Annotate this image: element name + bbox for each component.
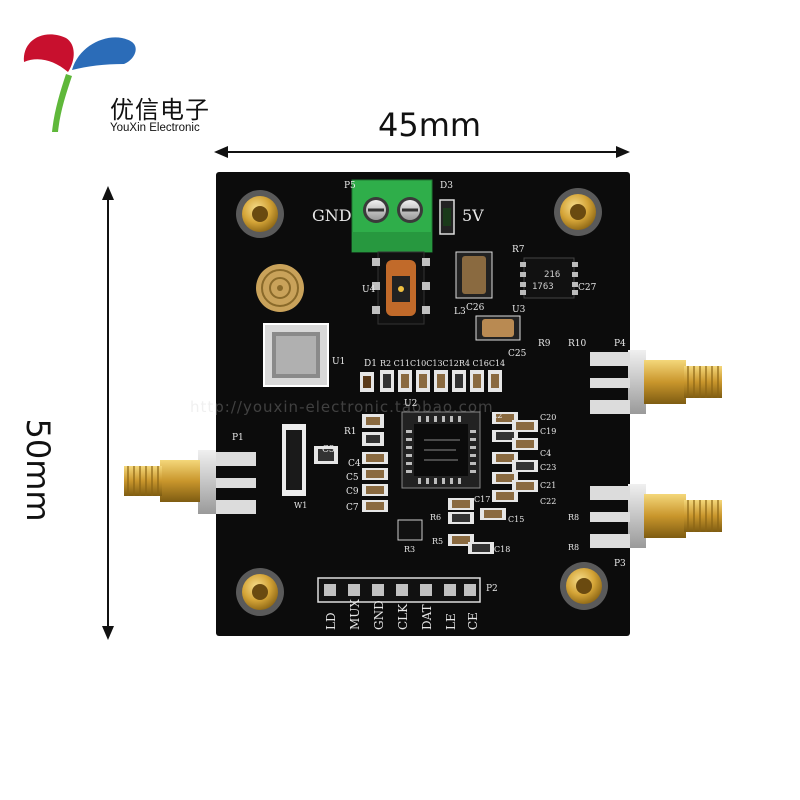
logo-mark-icon — [23, 34, 136, 132]
jumper-w1 — [282, 424, 306, 496]
svg-text:C15: C15 — [508, 515, 524, 524]
pin-label-gnd: GND — [372, 600, 386, 630]
mounting-hole-bottom-left — [236, 568, 284, 616]
svg-text:P4: P4 — [614, 339, 626, 349]
smd-component-column-right — [492, 412, 538, 502]
svg-text:U1: U1 — [332, 357, 345, 367]
svg-text:L3: L3 — [454, 307, 466, 317]
svg-text:U3: U3 — [512, 305, 526, 315]
5v-terminal-label: 5V — [462, 206, 484, 225]
width-dimension-label: 45mm — [378, 106, 482, 144]
u3-marking-line1: 216 — [544, 270, 561, 280]
svg-text:C19: C19 — [540, 427, 556, 436]
pin-header-p2 — [317, 577, 481, 603]
svg-text:C26: C26 — [466, 303, 485, 313]
svg-text:R8: R8 — [568, 543, 579, 552]
svg-text:C27: C27 — [578, 283, 597, 293]
header-ref-label: P2 — [486, 584, 498, 594]
svg-text:R10: R10 — [568, 339, 587, 349]
pin-label-le: LE — [444, 613, 458, 630]
svg-text:P5: P5 — [344, 181, 356, 191]
main-ic-u2 — [401, 411, 481, 489]
u3-marking-line2: 1763 — [532, 282, 554, 292]
pin-label-ld: LD — [324, 612, 338, 630]
pin-label-mux: MUX — [348, 599, 362, 630]
inductor-u4 — [372, 251, 430, 325]
regulator-chip-u3 — [520, 257, 578, 299]
mounting-hole-bottom-right — [560, 562, 608, 610]
svg-text:C21: C21 — [540, 481, 556, 490]
svg-text:D3: D3 — [440, 181, 453, 191]
mounting-hole-top-left — [236, 190, 284, 238]
svg-text:W1: W1 — [294, 501, 307, 510]
svg-text:C4: C4 — [540, 449, 551, 458]
svg-text:R2 C11C10C13C12R4 C16C14: R2 C11C10C13C12R4 C16C14 — [380, 359, 505, 368]
svg-text:C20: C20 — [540, 413, 556, 422]
svg-text:C3: C3 — [322, 445, 335, 455]
pin-label-ce: CE — [466, 612, 480, 630]
svg-text:C7: C7 — [346, 503, 359, 513]
smd-component-column-left — [314, 414, 388, 512]
sma-connector-p1 — [124, 450, 256, 514]
svg-text:C22: C22 — [540, 497, 556, 506]
smd-component-row-bottom — [397, 498, 506, 554]
svg-text:L2: L2 — [492, 411, 502, 420]
svg-text:C4: C4 — [348, 459, 361, 469]
svg-text:R5: R5 — [432, 537, 443, 546]
smd-component-row-top — [360, 370, 502, 392]
brand-name-chinese: 优信电子 — [110, 96, 210, 124]
svg-text:U2: U2 — [404, 399, 417, 409]
svg-text:R9: R9 — [538, 339, 551, 349]
svg-text:C25: C25 — [508, 349, 527, 359]
pin-label-dat: DAT — [420, 604, 434, 630]
pcb-logo-pad — [256, 264, 304, 312]
svg-text:P3: P3 — [614, 559, 626, 569]
svg-text:R1: R1 — [344, 427, 357, 437]
svg-text:R6: R6 — [430, 513, 441, 522]
svg-text:R7: R7 — [512, 245, 525, 255]
svg-text:P1: P1 — [232, 433, 244, 443]
svg-text:R3: R3 — [404, 545, 415, 554]
screw-terminal-p5 — [351, 179, 433, 253]
brand-logo: 优信电子 YouXin Electronic — [14, 20, 214, 135]
svg-text:U4: U4 — [362, 285, 376, 295]
svg-text:C9: C9 — [346, 487, 359, 497]
svg-text:C17: C17 — [474, 495, 490, 504]
crystal-oscillator — [263, 323, 329, 387]
watermark: http://youxin-electronic.taobao.com — [190, 398, 494, 416]
svg-text:C23: C23 — [540, 463, 556, 472]
brand-name-english: YouXin Electronic — [110, 122, 200, 134]
gnd-terminal-label: GND — [312, 206, 352, 225]
pin-label-clk: CLK — [396, 603, 410, 630]
svg-text:R8: R8 — [568, 513, 579, 522]
svg-text:C5: C5 — [346, 473, 359, 483]
svg-text:C18: C18 — [494, 545, 510, 554]
svg-text:D1: D1 — [364, 359, 377, 369]
sma-connector-p4 — [590, 350, 722, 414]
sma-connector-p3 — [590, 484, 722, 548]
mounting-hole-top-right — [554, 188, 602, 236]
